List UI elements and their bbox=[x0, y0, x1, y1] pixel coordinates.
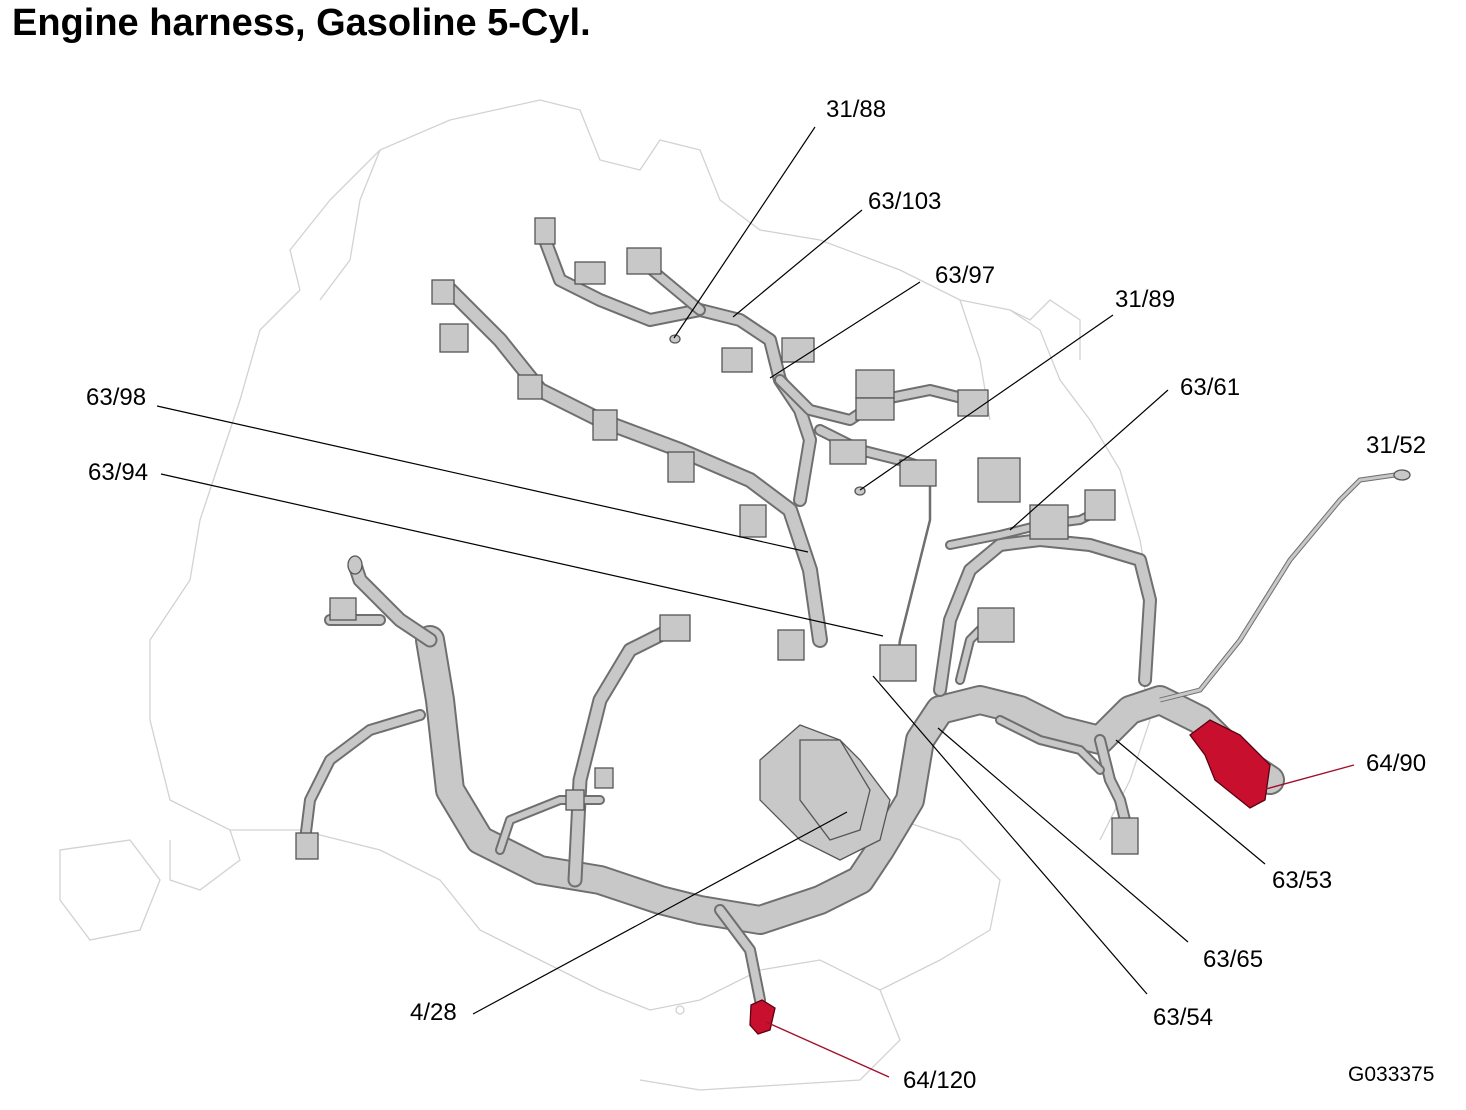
leader-63-98 bbox=[156, 405, 809, 553]
connector-block bbox=[329, 597, 357, 621]
connector-block bbox=[295, 832, 319, 860]
connector-block bbox=[594, 767, 614, 789]
connector-block bbox=[517, 374, 543, 400]
connector-block bbox=[534, 217, 556, 245]
fuse-relay-box bbox=[799, 739, 871, 841]
connector-block bbox=[721, 347, 753, 373]
connector-block bbox=[659, 614, 691, 642]
leader-31-89 bbox=[859, 314, 1114, 491]
connector-block bbox=[899, 459, 937, 487]
callout-64-90: 64/90 bbox=[1366, 750, 1427, 777]
callout-63-97: 63/97 bbox=[935, 262, 996, 289]
callout-4-28: 4/28 bbox=[410, 999, 457, 1026]
leader-63-53 bbox=[1115, 739, 1266, 865]
leader-64-90 bbox=[1265, 764, 1355, 790]
connector-block bbox=[977, 607, 1015, 643]
connector-block bbox=[1084, 489, 1116, 521]
ground-leads bbox=[347, 334, 1411, 703]
connector-block bbox=[1029, 504, 1069, 540]
leader-4-28 bbox=[472, 811, 848, 1015]
leader-64-120 bbox=[765, 1021, 890, 1078]
callout-63-61: 63/61 bbox=[1180, 374, 1241, 401]
leader-63-103 bbox=[732, 209, 863, 318]
harness-branches bbox=[299, 233, 1411, 1006]
callout-63-53: 63/53 bbox=[1272, 867, 1333, 894]
leader-63-94 bbox=[160, 473, 884, 637]
leader-63-54 bbox=[872, 675, 1148, 995]
engine-block-outline bbox=[59, 99, 1151, 1091]
center-branch bbox=[495, 622, 766, 1006]
connector-block bbox=[431, 279, 455, 305]
callout-31-89: 31/89 bbox=[1115, 286, 1176, 313]
injector-branch bbox=[442, 282, 828, 648]
connector-block bbox=[829, 439, 867, 465]
connector-block bbox=[626, 247, 662, 275]
connector-block bbox=[977, 457, 1021, 503]
callout-63-54: 63/54 bbox=[1153, 1004, 1214, 1031]
connector-block bbox=[781, 337, 815, 363]
connector-block bbox=[855, 369, 895, 399]
callout-31-88: 31/88 bbox=[826, 96, 887, 123]
connector-block bbox=[879, 644, 917, 682]
figure-code: G033375 bbox=[1348, 1063, 1435, 1086]
connectors bbox=[295, 217, 1271, 1035]
connector-block bbox=[739, 504, 767, 538]
callout-64-120: 64/120 bbox=[903, 1067, 977, 1094]
connector-block bbox=[855, 397, 895, 421]
leader-63-97 bbox=[769, 281, 921, 379]
callout-63-98: 63/98 bbox=[86, 384, 147, 411]
leader-63-65 bbox=[937, 727, 1189, 943]
connector-64-120 bbox=[749, 999, 776, 1035]
callout-31-52: 31/52 bbox=[1366, 432, 1427, 459]
connector-block bbox=[574, 261, 606, 285]
callout-63-94: 63/94 bbox=[88, 459, 149, 486]
callout-63-65: 63/65 bbox=[1203, 946, 1264, 973]
leader-63-61 bbox=[1009, 389, 1169, 531]
connector-block bbox=[565, 789, 585, 811]
connector-block bbox=[667, 451, 695, 483]
connector-block bbox=[439, 323, 469, 353]
connector-block bbox=[1111, 817, 1139, 855]
connector-64-90 bbox=[1189, 719, 1271, 809]
callout-63-103: 63/103 bbox=[868, 188, 942, 215]
connector-block bbox=[592, 409, 618, 441]
leader-lines bbox=[156, 126, 1355, 1078]
left-lower-branch bbox=[299, 557, 438, 846]
lower-right-branch bbox=[995, 715, 1131, 826]
leader-31-88 bbox=[673, 126, 816, 339]
main-trunk-bundle bbox=[415, 625, 1285, 935]
connector-block bbox=[777, 629, 805, 661]
diagram-title: Engine harness, Gasoline 5-Cyl. bbox=[12, 2, 591, 44]
